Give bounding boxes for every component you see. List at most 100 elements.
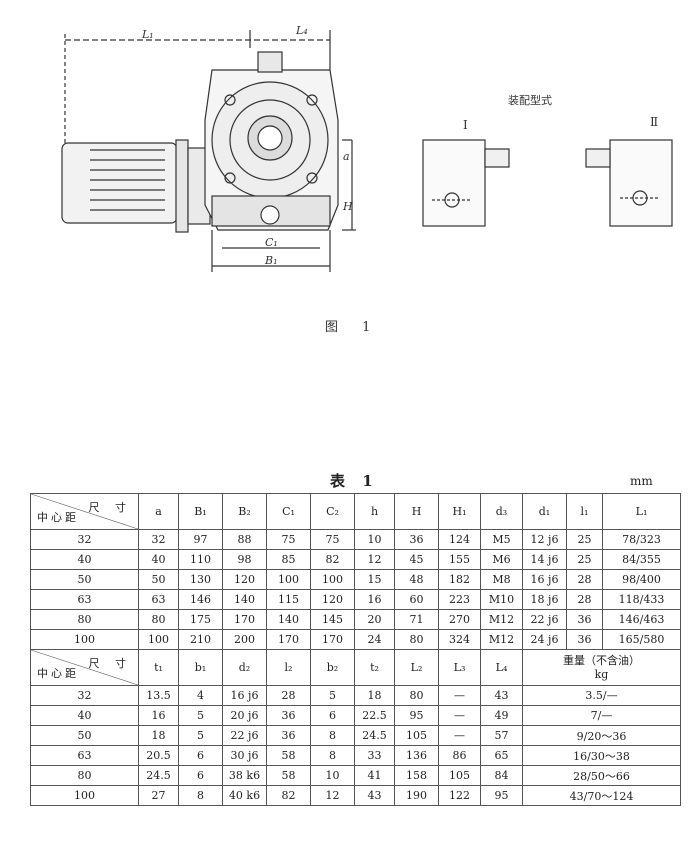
table-cell: 60 — [394, 589, 439, 610]
weight-unit: kg — [594, 667, 609, 681]
table-cell: 80 — [138, 609, 179, 630]
weight-cell: 16/30～38 — [522, 745, 681, 766]
column-header: H₁ — [438, 493, 481, 530]
table-cell: 86 — [438, 745, 481, 766]
table-cell: 10 — [354, 529, 395, 550]
table-cell: 58 — [266, 765, 311, 786]
table-cell: 100 — [266, 569, 311, 590]
dim-label-l4: L₄ — [296, 24, 308, 37]
table-cell: 170 — [266, 629, 311, 650]
table-cell: 6 — [178, 765, 223, 786]
column-header: H — [394, 493, 439, 530]
weight-cell: 9/20～36 — [522, 725, 681, 746]
table-cell: 140 — [222, 589, 267, 610]
column-header: B₂ — [222, 493, 267, 530]
table-cell: 95 — [394, 705, 439, 726]
table-cell: 105 — [438, 765, 481, 786]
table-cell: 146 — [178, 589, 223, 610]
table-cell: 16 j6 — [522, 569, 567, 590]
table-cell: 10 — [310, 765, 355, 786]
table-cell: 22 j6 — [522, 609, 567, 630]
corner-top-label: 尺 寸 — [88, 501, 132, 514]
dim-label-a: a — [343, 150, 350, 163]
table-cell: 136 — [394, 745, 439, 766]
table-cell: 170 — [310, 629, 355, 650]
table-cell: 8 — [178, 785, 223, 806]
column-header: L₃ — [438, 649, 481, 686]
table-cell: 97 — [178, 529, 223, 550]
table-cell: 140 — [266, 609, 311, 630]
table-cell: 8 — [310, 725, 355, 746]
table-cell: 20 j6 — [222, 705, 267, 726]
table-cell: 82 — [310, 549, 355, 570]
table-cell: 33 — [354, 745, 395, 766]
table-cell: 16 j6 — [222, 685, 267, 706]
table-cell: 82 — [266, 785, 311, 806]
table-cell: 95 — [480, 785, 523, 806]
table-cell: 43 — [480, 685, 523, 706]
table-cell: 13.5 — [138, 685, 179, 706]
table-cell: 49 — [480, 705, 523, 726]
table-cell: 25 — [566, 549, 603, 570]
table-cell: 12 — [354, 549, 395, 570]
table-cell: 12 — [310, 785, 355, 806]
table-cell: 40 — [138, 549, 179, 570]
table-cell: 57 — [480, 725, 523, 746]
table-cell: 182 — [438, 569, 481, 590]
table-cell: 27 — [138, 785, 179, 806]
table-cell: 58 — [266, 745, 311, 766]
table-cell: 8 — [310, 745, 355, 766]
table-cell: 36 — [394, 529, 439, 550]
table-cell: 98/400 — [602, 569, 681, 590]
table-cell: 43 — [354, 785, 395, 806]
row-center-distance: 50 — [30, 725, 139, 746]
row-center-distance: 80 — [30, 765, 139, 786]
table-cell: 4 — [178, 685, 223, 706]
table-cell: M10 — [480, 589, 523, 610]
assembly-title: 装配型式 — [508, 94, 552, 107]
column-header: L₄ — [480, 649, 523, 686]
row-center-distance: 32 — [30, 529, 139, 550]
table-cell: 270 — [438, 609, 481, 630]
table-cell: 5 — [178, 705, 223, 726]
table-cell: 18 — [354, 685, 395, 706]
row-center-distance: 63 — [30, 589, 139, 610]
table-cell: 28 — [566, 569, 603, 590]
column-header: L₂ — [394, 649, 439, 686]
table-cell: 36 — [266, 725, 311, 746]
weight-cell: 43/70～124 — [522, 785, 681, 806]
table-cell: 200 — [222, 629, 267, 650]
weight-cell: 3.5/— — [522, 685, 681, 706]
column-header: l₂ — [266, 649, 311, 686]
table-cell: 84 — [480, 765, 523, 786]
table-cell: 175 — [178, 609, 223, 630]
table-cell: M5 — [480, 529, 523, 550]
column-header: d₃ — [480, 493, 523, 530]
diagonal-divider — [31, 494, 138, 529]
table-cell: 88 — [222, 529, 267, 550]
table-cell: 16 — [138, 705, 179, 726]
column-header: a — [138, 493, 179, 530]
corner-top-label: 尺 寸 — [88, 657, 132, 670]
table-cell: 223 — [438, 589, 481, 610]
weight-header: 重量（不含油）kg — [522, 649, 681, 686]
table-cell: 158 — [394, 765, 439, 786]
table-cell: 50 — [138, 569, 179, 590]
column-header: b₂ — [310, 649, 355, 686]
table-cell: 30 j6 — [222, 745, 267, 766]
table-cell: 85 — [266, 549, 311, 570]
row-center-distance: 80 — [30, 609, 139, 630]
column-header: b₁ — [178, 649, 223, 686]
table-cell: 145 — [310, 609, 355, 630]
weight-header-label: 重量（不含油） — [563, 653, 640, 667]
table-cell: 25 — [566, 529, 603, 550]
table-cell: 324 — [438, 629, 481, 650]
table-cell: 100 — [138, 629, 179, 650]
table-cell: 24 — [354, 629, 395, 650]
reducer-drawing — [61, 30, 673, 272]
table-cell: 12 j6 — [522, 529, 567, 550]
